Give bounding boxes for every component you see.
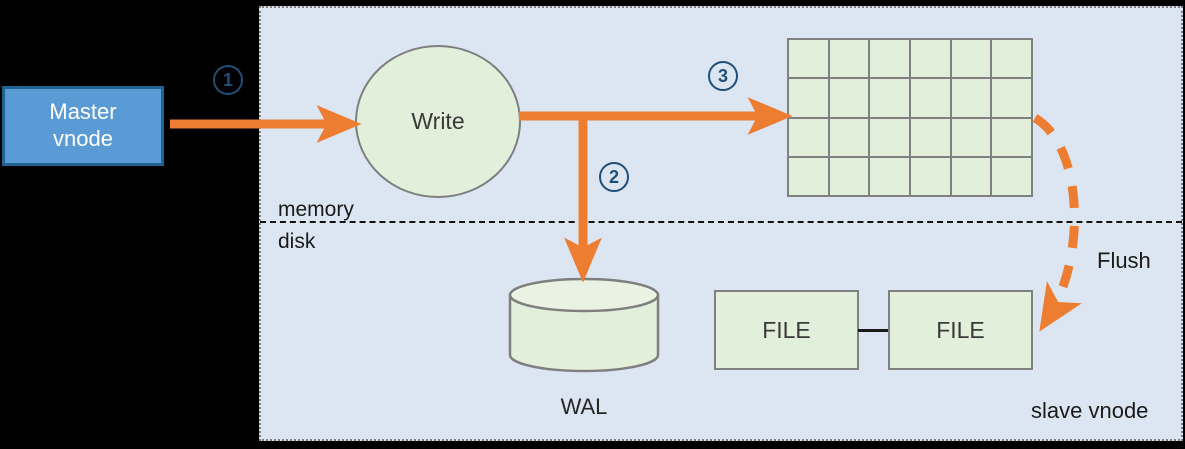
step-marker-1: 1 — [213, 65, 243, 95]
memtable-grid — [787, 38, 1033, 197]
memtable-cell — [789, 40, 828, 78]
memtable-cell — [911, 118, 950, 156]
memtable-cell — [911, 157, 950, 195]
write-node-label: Write — [411, 108, 465, 134]
slave-vnode-label: slave vnode — [1031, 398, 1149, 423]
wal-label: WAL — [560, 394, 608, 419]
memtable-cell — [992, 40, 1031, 78]
memtable-cell — [870, 118, 909, 156]
memtable-cell — [789, 157, 828, 195]
master-vnode-label-line1: Master — [49, 99, 117, 125]
memtable-cell — [992, 157, 1031, 195]
memtable-cell — [829, 118, 869, 156]
file-box-1[interactable]: FILE — [714, 290, 859, 370]
step-marker-1-label: 1 — [222, 69, 233, 90]
file-connector-line — [858, 329, 889, 332]
write-node[interactable]: Write — [355, 45, 521, 198]
memtable-cell — [870, 157, 909, 195]
master-vnode-box[interactable]: Master vnode — [2, 86, 164, 166]
memtable-cell — [951, 118, 991, 156]
step-marker-2-label: 2 — [608, 166, 619, 187]
memory-disk-divider-line — [260, 221, 1182, 223]
memtable-cell — [829, 40, 869, 78]
memtable-cell — [911, 79, 950, 117]
file-box-2[interactable]: FILE — [888, 290, 1033, 370]
memtable-cell — [870, 79, 909, 117]
step-marker-2: 2 — [599, 162, 629, 192]
memtable-cell — [829, 157, 869, 195]
master-vnode-label-line2: vnode — [53, 126, 113, 151]
wal-cylinder-shape — [508, 277, 660, 373]
disk-label: disk — [278, 230, 316, 253]
memory-label: memory — [278, 198, 354, 221]
memtable-cell — [789, 118, 828, 156]
step-marker-3: 3 — [708, 61, 738, 91]
memtable-cell — [911, 40, 950, 78]
memtable-cell — [951, 79, 991, 117]
flush-label: Flush — [1097, 248, 1151, 273]
wal-cylinder[interactable] — [508, 277, 660, 373]
memtable-cell — [829, 79, 869, 117]
memtable-cell — [789, 79, 828, 117]
file-box-2-label: FILE — [936, 316, 985, 343]
step-marker-3-label: 3 — [717, 65, 728, 86]
file-box-1-label: FILE — [762, 316, 811, 343]
memtable-cell — [951, 157, 991, 195]
memtable-cell — [992, 79, 1031, 117]
memtable-cell — [992, 118, 1031, 156]
memtable-cell — [870, 40, 909, 78]
memtable-cell — [951, 40, 991, 78]
